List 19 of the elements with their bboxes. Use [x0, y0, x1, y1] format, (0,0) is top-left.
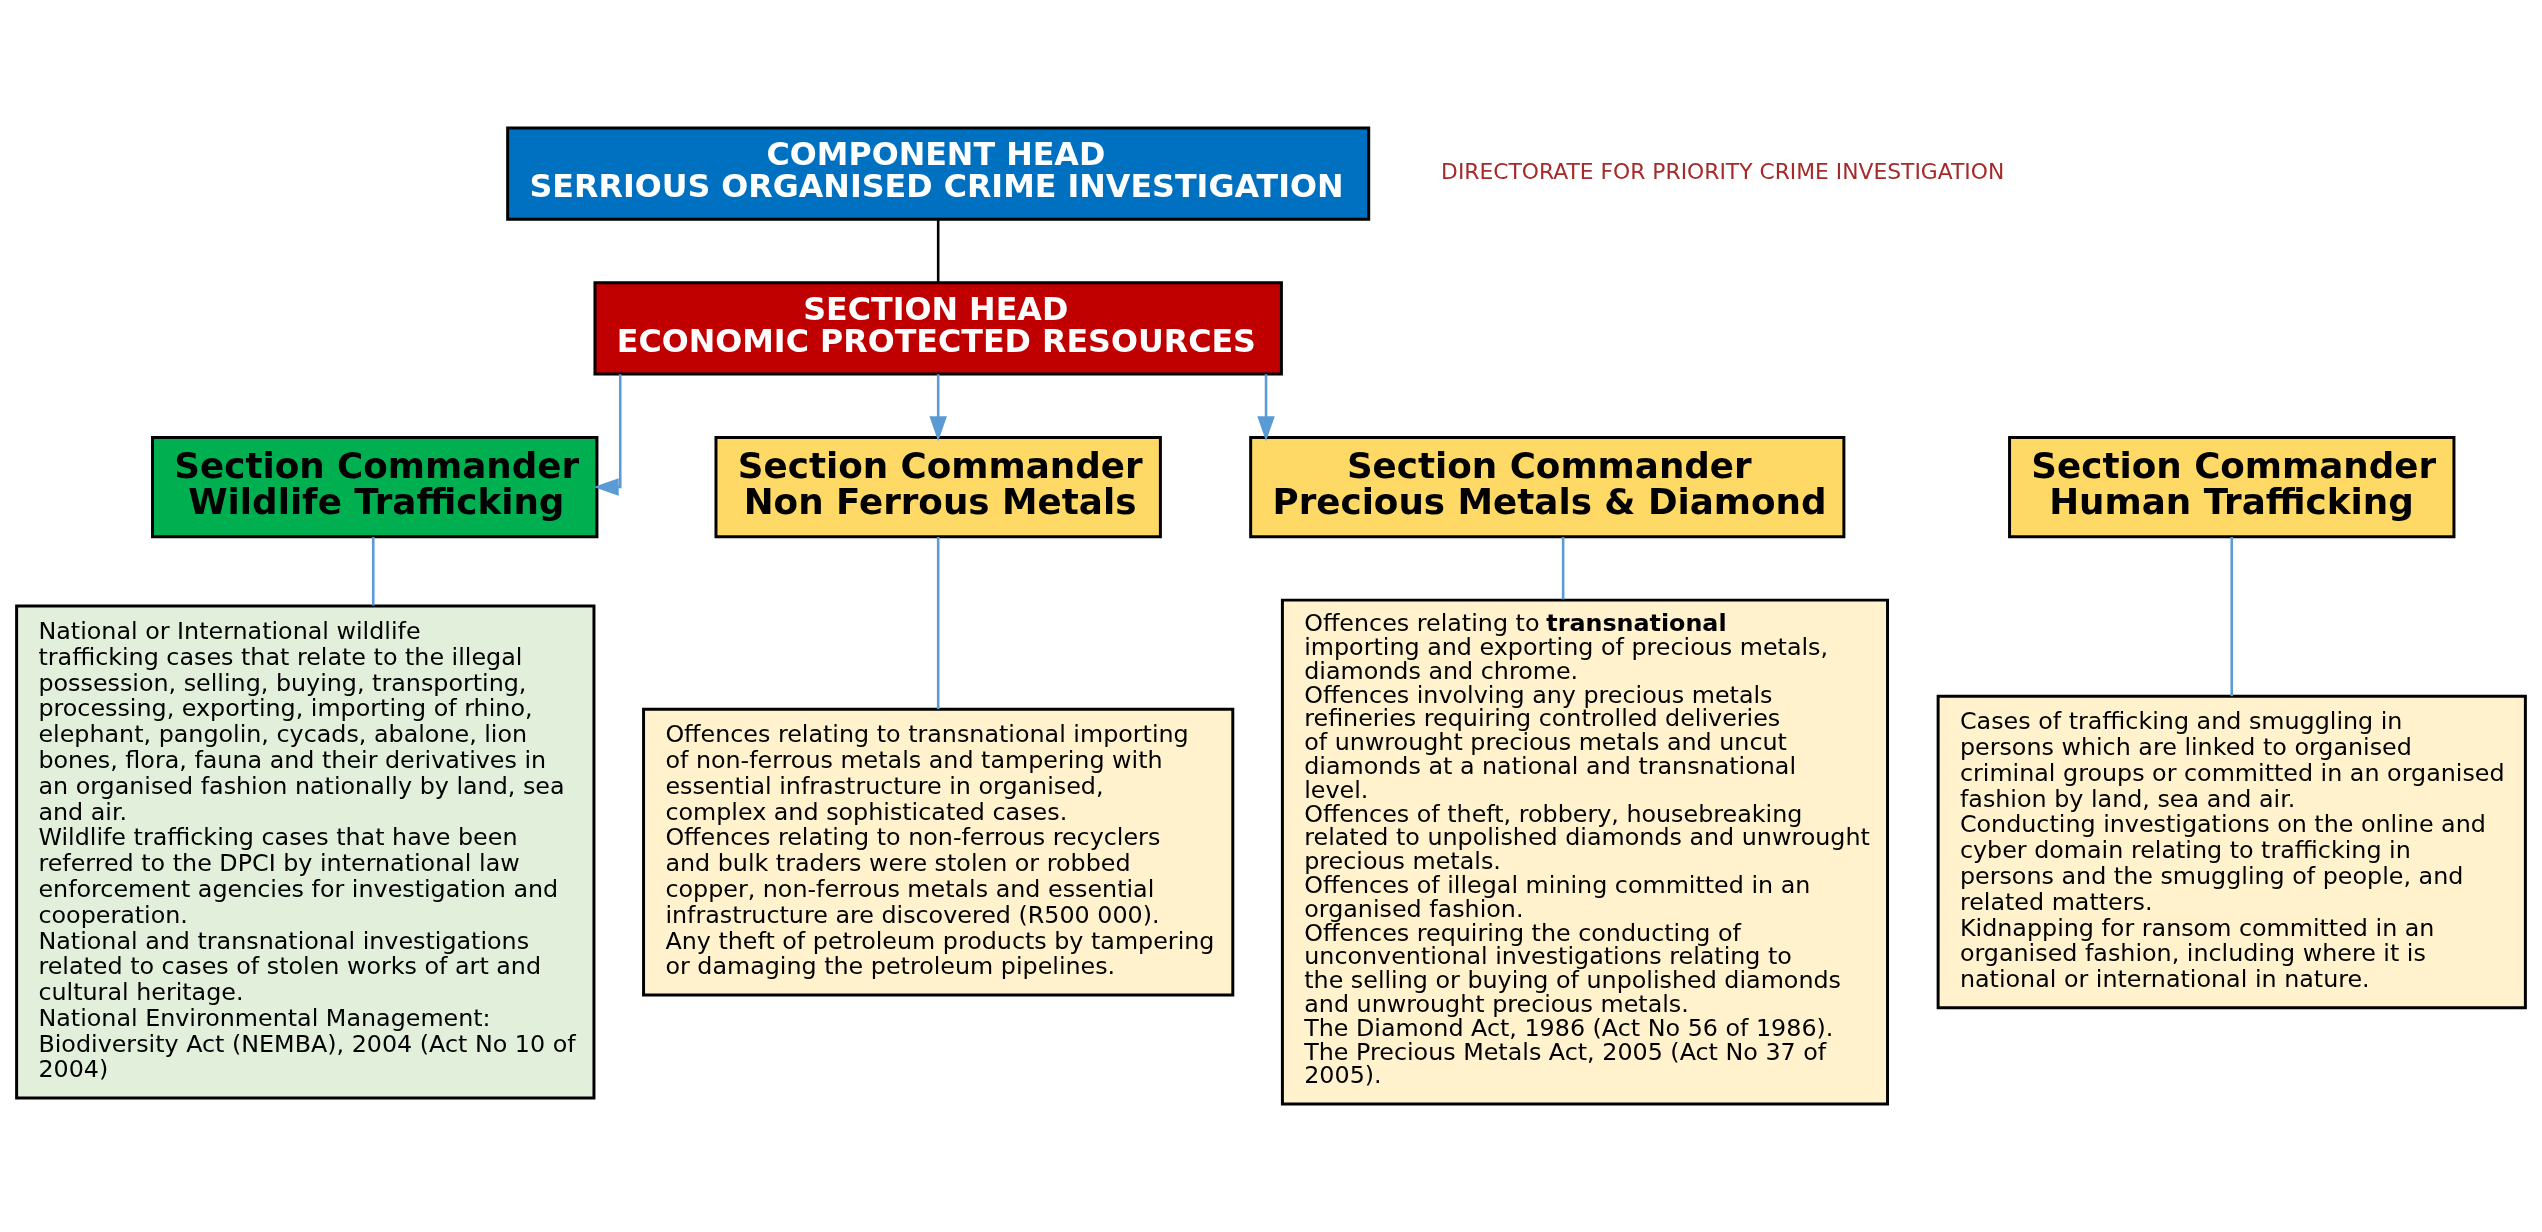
- node-box: Section Commander Precious Metals & Diamond: [1249, 435, 1846, 539]
- arrow: [1257, 374, 1275, 442]
- connector: [1561, 537, 1565, 600]
- node-box: COMPONENT HEAD SERRIOUS ORGANISED CRIME INVESTIGATION: [506, 126, 1371, 221]
- node-box: Cases of trafficking and smuggling in persons which are linked to organised criminal groups or committed in an organised fashion by land, sea and air. Conducting investigations on the online and cyber domain relating to trafficking in persons and the smuggling of people, and related matters. Kidnapping for ransom committed in an organised fashion, including where it is national or international in nature.: [1936, 694, 2527, 1010]
- connector: [2230, 537, 2234, 697]
- node-box: SECTION HEAD ECONOMIC PROTECTED RESOURCES: [593, 281, 1283, 376]
- connector: [936, 220, 940, 283]
- label: DIRECTORATE FOR PRIORITY CRIME INVESTIGATION: [1441, 159, 2005, 185]
- arrow: [929, 374, 947, 442]
- arrow: [593, 374, 622, 496]
- node-box: Offences relating to transnational importing and exporting of precious metals, diamonds and chrome. Offences involving any precious metals refineries requiring controlled deliveries of unwrought precious metals and uncut diamonds at a national and transnational level. Offences of theft, robbery, housebreaking related to unpolished diamonds and unwrought precious metals. Offences of illegal mining committed in an organised fashion. Offences requiring the conducting of unconventional investigations relating to the selling or buying of unpolished diamonds and unwrought precious metals. The Diamond Act, 1986 (Act No 56 of 1986). The Precious Metals Act, 2005 (Act No 37 of 2005).: [1280, 598, 1889, 1106]
- node-box: Offences relating to transnational importing of non-ferrous metals and tampering with essential infrastructure in organised, complex and sophisticated cases. Offences relating to non-ferrous recyclers and bulk traders were stolen or robbed copper, non-ferrous metals and essential infrastructure are discovered (R500 000). Any theft of petroleum products by tampering or damaging the petroleum pipelines.: [642, 707, 1235, 997]
- node-box: Section Commander Wildlife Trafficking: [151, 435, 599, 539]
- node-box: Section Commander Non Ferrous Metals: [714, 435, 1162, 539]
- node-box: Section Commander Human Trafficking: [2008, 435, 2456, 539]
- node-box: National or International wildlife trafficking cases that relate to the illegal possession, selling, buying, transporting, processing, exporting, importing of rhino, elephant, pangolin, cycads, abalone, lion bones, flora, fauna and their derivatives in an organised fashion nationally by land, sea and air. Wildlife trafficking cases that have been referred to the DPCI by international law enforcement agencies for investigation and cooperation. National and transnational investigations related to cases of stolen works of art and cultural heritage. National Environmental Management: Biodiversity Act (NEMBA), 2004 (Act No 10 of 2004): [15, 604, 596, 1100]
- connector: [371, 537, 375, 606]
- connector: [936, 537, 940, 710]
